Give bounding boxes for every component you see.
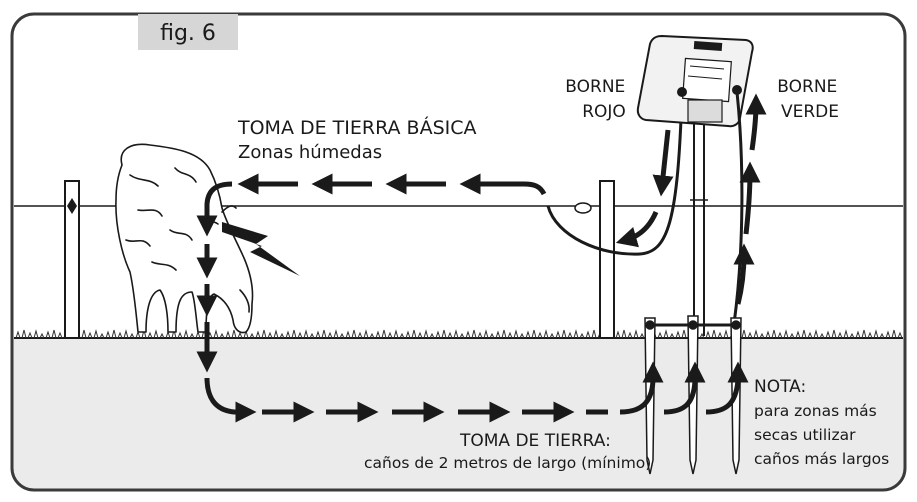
insulator-icon xyxy=(574,202,592,214)
ground-area xyxy=(12,338,905,490)
green-terminal-icon xyxy=(732,85,742,95)
basic-ground-subtitle: Zonas húmedas xyxy=(238,142,382,163)
ground-rods-title: TOMA DE TIERRA: xyxy=(459,431,611,451)
flow-arrow xyxy=(615,210,659,248)
shock-bolt-icon xyxy=(222,222,300,276)
flow-arrow xyxy=(459,173,547,196)
green-terminal-line1: BORNE xyxy=(777,77,837,97)
fence-post-right xyxy=(574,180,615,339)
note-line: secas utilizar xyxy=(754,426,856,444)
figure-frame xyxy=(10,12,907,492)
red-terminal-icon xyxy=(677,87,687,97)
basic-ground-title: TOMA DE TIERRA BÁSICA xyxy=(237,116,477,139)
fence-lead-wire xyxy=(546,91,684,256)
flow-arrow xyxy=(733,243,755,305)
ground-rods-detail: caños de 2 metros de largo (mínimo) xyxy=(364,454,651,472)
green-terminal-label: BORNE VERDE xyxy=(777,77,842,122)
insulator-icon xyxy=(67,198,77,214)
flow-arrow xyxy=(652,129,674,197)
red-terminal-line1: BORNE xyxy=(565,77,625,97)
note-line: caños más largos xyxy=(754,450,889,468)
flow-arrow xyxy=(196,181,233,237)
ground-lead-wire xyxy=(732,91,744,325)
note-title: NOTA: xyxy=(754,377,806,397)
current-flow-path xyxy=(196,93,767,423)
fence-post-left xyxy=(64,180,80,339)
red-terminal-line2: ROJO xyxy=(582,102,626,122)
grass xyxy=(15,329,903,339)
note-line: para zonas más xyxy=(754,402,877,420)
cow-icon xyxy=(115,143,254,334)
green-terminal-line2: VERDE xyxy=(781,102,839,122)
figure-label: fig. 6 xyxy=(160,21,216,46)
flow-arrow xyxy=(619,361,664,415)
energizer-stand xyxy=(690,118,708,336)
energizer-unit xyxy=(636,34,754,128)
flow-arrow xyxy=(204,377,257,423)
flow-arrow xyxy=(663,361,706,415)
note-body: para zonas más secas utilizar caños más … xyxy=(754,402,889,468)
flow-arrow xyxy=(705,361,749,415)
flow-arrow xyxy=(739,161,761,235)
red-terminal-label: BORNE ROJO xyxy=(565,77,630,122)
figure-tab xyxy=(138,14,238,50)
flow-arrow xyxy=(745,93,767,151)
